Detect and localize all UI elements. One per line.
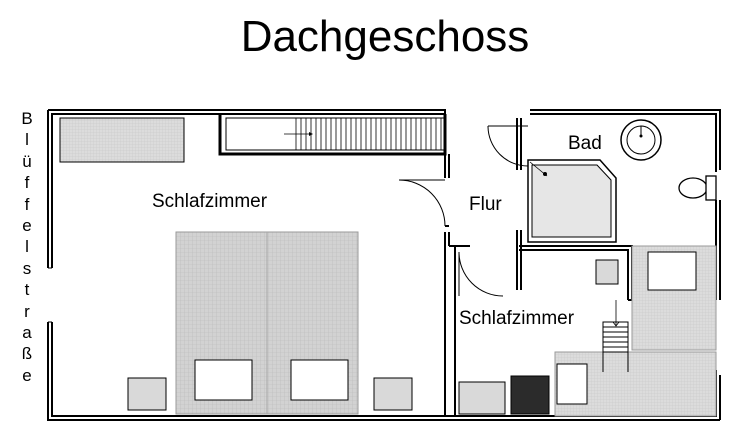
- bed-bottom-pillow: [556, 363, 588, 405]
- street-letter: f: [24, 173, 30, 193]
- street-letter: l: [25, 130, 29, 150]
- street-letter: e: [22, 216, 32, 236]
- street-letter: t: [24, 280, 30, 300]
- dark-box: [510, 375, 550, 415]
- attic-ladder: [602, 300, 629, 372]
- room-label-bedroom-left: Schlafzimmer: [152, 191, 268, 212]
- nightstand-right: [373, 377, 413, 411]
- plan-title: Dachgeschoss: [240, 12, 530, 61]
- street-letter: l: [25, 237, 29, 257]
- pillow-right: [290, 359, 349, 401]
- street-letter: f: [24, 194, 30, 214]
- street-letter: r: [24, 301, 30, 321]
- room-label-hall: Flur: [469, 194, 502, 215]
- nightstand-left: [127, 377, 167, 411]
- shower: [527, 159, 617, 243]
- cabinet: [458, 381, 506, 415]
- sink: [620, 119, 662, 161]
- street-letter: s: [22, 258, 32, 278]
- stair-well: [218, 114, 447, 156]
- street-letter: ü: [22, 151, 32, 171]
- street-letter: B: [21, 109, 33, 128]
- toilet: [678, 175, 717, 201]
- door-swings: [398, 125, 529, 297]
- box-small: [595, 259, 619, 285]
- street-letter: ß: [21, 344, 33, 364]
- pillow-left: [194, 359, 253, 401]
- street-letter: e: [22, 365, 32, 385]
- bed-right-pillow: [647, 251, 697, 291]
- room-label-bedroom-right: Schlafzimmer: [459, 308, 575, 329]
- room-label-bath: Bad: [568, 133, 602, 154]
- street-letter: a: [22, 323, 32, 343]
- wardrobe: [59, 117, 185, 163]
